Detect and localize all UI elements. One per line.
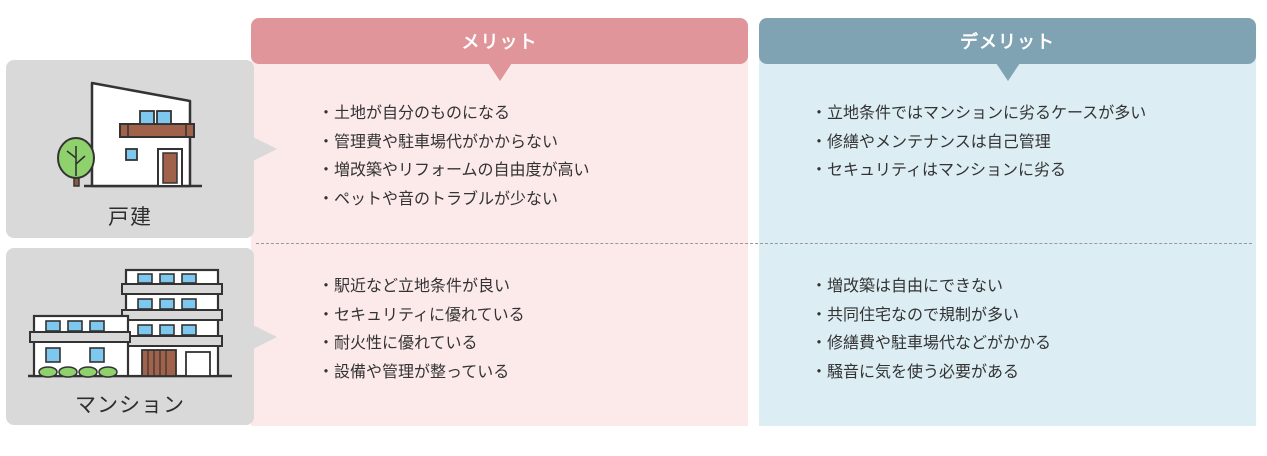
house-merit-list: 土地が自分のものになる 管理費や駐車場代がかからない 増改築やリフォームの自由度… bbox=[322, 99, 590, 213]
list-item: 共同住宅なので規制が多い bbox=[815, 301, 1051, 330]
list-item: セキュリティに優れている bbox=[322, 301, 525, 330]
list-item: 耐火性に優れている bbox=[322, 329, 525, 358]
mansion-demerit-list: 増改築は自由にできない 共同住宅なので規制が多い 修繕費や駐車場代などがかかる … bbox=[815, 272, 1051, 386]
list-item: 修繕費や駐車場代などがかかる bbox=[815, 329, 1051, 358]
row-divider bbox=[256, 243, 1252, 244]
house-demerit-list: 立地条件ではマンションに劣るケースが多い 修繕やメンテナンスは自己管理 セキュリ… bbox=[815, 99, 1146, 185]
list-item: 土地が自分のものになる bbox=[322, 99, 590, 128]
demerit-header-label: デメリット bbox=[960, 32, 1055, 53]
row-label-house: 戸建 bbox=[6, 60, 277, 238]
row-label-mansion: マンション bbox=[6, 248, 277, 425]
list-item: セキュリティはマンションに劣る bbox=[815, 156, 1146, 185]
merit-header-label: メリット bbox=[461, 32, 538, 53]
list-item: 管理費や駐車場代がかからない bbox=[322, 128, 590, 157]
house-icon bbox=[57, 81, 202, 188]
row-title-house: 戸建 bbox=[108, 205, 152, 229]
list-item: 修繕やメンテナンスは自己管理 bbox=[815, 128, 1146, 157]
merit-header: メリット bbox=[251, 18, 748, 81]
list-item: 騒音に気を使う必要がある bbox=[815, 358, 1051, 387]
list-item: 立地条件ではマンションに劣るケースが多い bbox=[815, 99, 1146, 128]
row-title-mansion: マンション bbox=[75, 393, 185, 417]
demerit-header: デメリット bbox=[759, 18, 1256, 81]
apartment-building-icon bbox=[28, 268, 232, 378]
list-item: 増改築は自由にできない bbox=[815, 272, 1051, 301]
list-item: 駅近など立地条件が良い bbox=[322, 272, 525, 301]
list-item: 設備や管理が整っている bbox=[322, 358, 525, 387]
mansion-merit-list: 駅近など立地条件が良い セキュリティに優れている 耐火性に優れている 設備や管理… bbox=[322, 272, 525, 386]
list-item: 増改築やリフォームの自由度が高い bbox=[322, 156, 590, 185]
list-item: ペットや音のトラブルが少ない bbox=[322, 185, 590, 214]
